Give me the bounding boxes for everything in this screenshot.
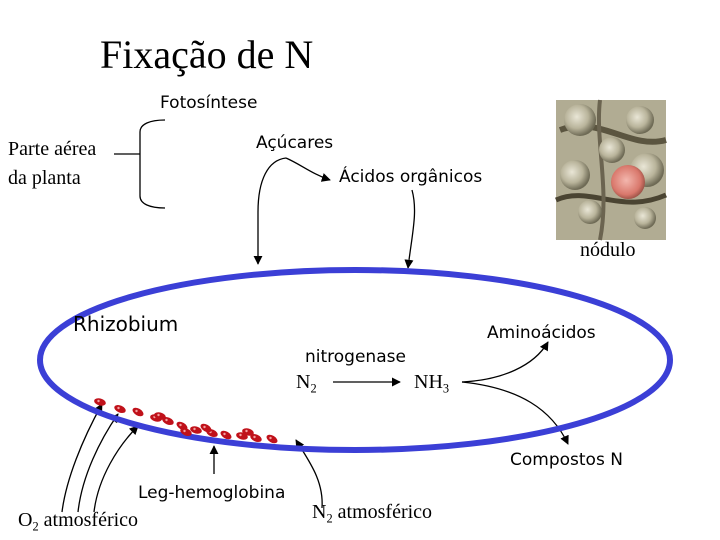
nitrogenase-label: nitrogenase xyxy=(305,347,406,367)
aminoacids-label: Aminoácidos xyxy=(487,323,596,343)
leghemoglobin-molecule-icon xyxy=(162,417,174,425)
arrow-nh3-to-compounds xyxy=(461,381,569,445)
nh3-label: NH3 xyxy=(414,371,450,396)
arrow-n2-atm xyxy=(295,439,323,509)
nodule-label: nódulo xyxy=(580,239,636,261)
arrow-o2-1 xyxy=(61,403,103,513)
leghemoglobin-molecule-icon xyxy=(266,434,278,444)
photosynthesis-label: Fotosíntese xyxy=(160,93,258,113)
leghemoglobin-molecule-icon xyxy=(220,430,232,440)
arrow-photosynthesis-to-ellipse xyxy=(253,157,287,265)
leghemoglobin-molecule-icon xyxy=(250,434,262,442)
sugars-label: Açúcares xyxy=(256,133,334,153)
aerial-part-label-line1: Parte aérea xyxy=(8,138,97,160)
arrow-o2-3 xyxy=(93,425,139,513)
arrow-sugars-to-organic-acids xyxy=(285,157,331,182)
organic-acids-label: Ácidos orgânicos xyxy=(339,167,483,187)
leghemoglobin-molecule-icon xyxy=(242,428,254,436)
leghemoglobin-molecule-icon xyxy=(190,426,202,434)
aerial-part-bracket xyxy=(114,119,166,209)
rhizobium-label: Rhizobium xyxy=(73,312,179,336)
o2-atmospheric-label: O2 atmosférico xyxy=(18,509,139,534)
arrows xyxy=(61,157,569,513)
leghemoglobin-molecules xyxy=(94,398,278,444)
aerial-part-label-line2: da planta xyxy=(8,167,81,189)
nitrogen-compounds-label: Compostos N xyxy=(510,450,623,470)
n2-label: N2 xyxy=(296,371,317,396)
page-title: Fixação de N xyxy=(100,32,314,77)
leghemoglobin-molecule-icon xyxy=(114,405,126,413)
leghemoglobin-molecule-icon xyxy=(200,423,212,433)
leghemoglobin-molecule-icon xyxy=(154,412,166,420)
leghemoglobin-molecule-icon xyxy=(180,428,192,436)
nodule-photo-icon xyxy=(554,99,667,241)
leghemoglobin-molecule-icon xyxy=(94,398,106,406)
arrow-o2-2 xyxy=(77,413,119,513)
leghemoglobin-label: Leg-hemoglobina xyxy=(138,483,286,503)
n2-atmospheric-label: N2 atmosférico xyxy=(312,501,433,526)
leghemoglobin-molecule-icon xyxy=(132,407,144,417)
arrow-organic-acids-to-ellipse xyxy=(404,189,416,269)
arrow-nh3-to-aminoacids xyxy=(461,341,549,383)
bacteroid-ellipse xyxy=(37,267,673,453)
